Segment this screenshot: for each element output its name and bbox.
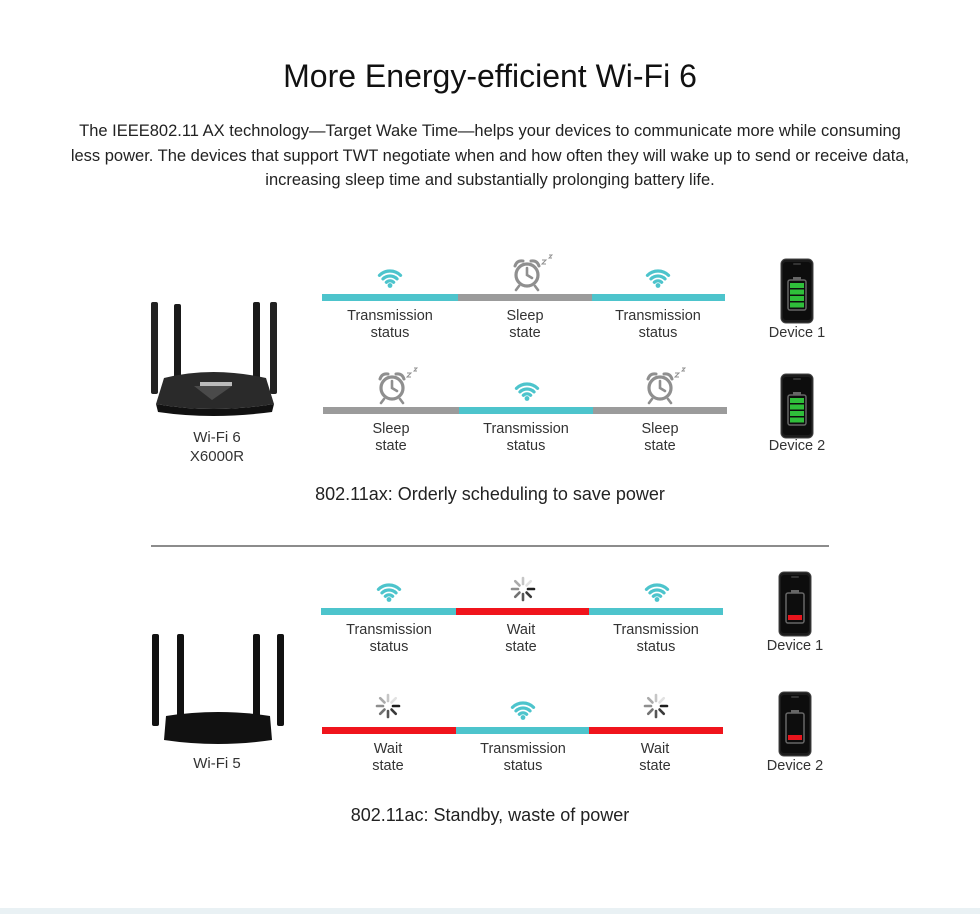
wifi6-d2-seg3-label: Sleep state (592, 421, 728, 455)
wifi6-router-image (146, 300, 278, 420)
wifi5-d1-bar-wait (456, 608, 589, 615)
wifi6-d2-seg2-label-l2: status (506, 438, 546, 454)
wifi5-d2-seg3-label-l2: state (639, 758, 671, 774)
wifi6-router-label-line-1: Wi-Fi 6 (193, 429, 241, 446)
wifi5-d1-seg3-label: Transmission status (588, 622, 724, 656)
wifi6-d1-bar-transmission-1 (322, 294, 458, 301)
wifi5-d1-seg3-icon (639, 576, 675, 602)
wifi6-router-label-line-2: X6000R (189, 448, 245, 465)
wifi5-device1-phone-icon (778, 571, 812, 637)
wifi6-d1-seg1-icon (372, 262, 408, 288)
page-title: More Energy-efficient Wi-Fi 6 (283, 58, 697, 94)
wifi6-d1-seg3-icon (640, 262, 676, 288)
intro-line-1: The IEEE802.11 AX technology—Target Wake… (79, 122, 901, 140)
wifi5-d1-seg2-icon (509, 575, 537, 603)
wifi5-d1-seg2-label: Wait state (453, 622, 589, 656)
wifi5-d2-seg2-icon (505, 694, 541, 720)
wifi6-d1-seg3-label-l1: Transmission (615, 308, 701, 324)
wifi5-d2-seg2-label-l1: Transmission (480, 741, 566, 757)
wifi6-d1-seg1-label-l1: Transmission (347, 308, 433, 324)
wifi5-d2-seg3-icon (642, 692, 670, 720)
wifi6-d1-seg3-label: Transmission status (590, 308, 726, 342)
wifi5-d1-seg1-label: Transmission status (321, 622, 457, 656)
wifi5-d1-bar-transmission-1 (321, 608, 456, 615)
wifi6-d2-bar-sleep-2 (593, 407, 727, 414)
wifi5-caption: 802.11ac: Standby, waste of power (350, 805, 630, 825)
wifi6-d2-seg1-label: Sleep state (323, 421, 459, 455)
wifi5-d2-bar-transmission (456, 727, 589, 734)
wifi5-device2-label: Device 2 (766, 758, 824, 774)
wifi5-d1-seg3-label-l2: status (636, 639, 676, 655)
wifi6-d1-seg3-label-l2: status (638, 325, 678, 341)
wifi6-d2-seg1-icon (374, 366, 422, 406)
wifi6-device1-label: Device 1 (768, 325, 826, 341)
wifi6-d2-seg3-icon (642, 366, 690, 406)
wifi6-d2-seg1-label-l2: state (375, 438, 407, 454)
wifi6-caption: 802.11ax: Orderly scheduling to save pow… (315, 484, 665, 504)
wifi6-d2-seg2-label: Transmission status (458, 421, 594, 455)
wifi5-d1-seg2-label-l1: Wait (506, 622, 536, 638)
wifi6-d2-seg1-label-l1: Sleep (372, 421, 410, 437)
wifi6-d1-seg2-label-l2: state (509, 325, 541, 341)
intro-line-3: increasing sleep time and substantially … (265, 171, 715, 189)
bottom-border (0, 908, 980, 914)
wifi5-d2-seg2-label-l2: status (503, 758, 543, 774)
wifi5-d1-seg3-label-l1: Transmission (613, 622, 699, 638)
wifi6-d2-bar-sleep-1 (323, 407, 459, 414)
wifi5-d1-bar-transmission-2 (589, 608, 723, 615)
wifi6-d1-seg1-label-l2: status (370, 325, 410, 341)
wifi6-d1-bar-sleep (458, 294, 592, 301)
wifi6-d1-seg2-label-l1: Sleep (506, 308, 544, 324)
wifi6-d2-seg2-label-l1: Transmission (483, 421, 569, 437)
intro-line-2: less power. The devices that support TWT… (70, 146, 910, 165)
wifi5-router-label: Wi-Fi 5 (147, 754, 287, 773)
wifi5-d1-seg1-label-l2: status (369, 639, 409, 655)
wifi6-device1-phone-icon (780, 258, 814, 324)
wifi5-d1-seg1-label-l1: Transmission (346, 622, 432, 638)
wifi6-d2-seg3-label-l2: state (644, 438, 676, 454)
wifi6-d2-seg2-icon (509, 375, 545, 401)
wifi5-d2-bar-wait-2 (589, 727, 723, 734)
wifi5-d2-seg1-label-l1: Wait (373, 741, 403, 757)
wifi6-d2-seg3-label-l1: Sleep (641, 421, 679, 437)
wifi5-d1-seg1-icon (371, 576, 407, 602)
wifi5-d1-seg2-label-l2: state (505, 639, 537, 655)
wifi5-device2-phone-icon (778, 691, 812, 757)
wifi5-d2-seg1-label: Wait state (320, 741, 456, 775)
wifi6-d1-seg2-label: Sleep state (457, 308, 593, 342)
wifi5-device1-label: Device 1 (766, 638, 824, 654)
wifi5-d2-seg3-label-l1: Wait (640, 741, 670, 757)
wifi6-device2-label: Device 2 (768, 438, 826, 454)
wifi6-d1-seg2-icon (509, 253, 557, 293)
wifi5-router-image (150, 632, 286, 748)
wifi6-device2-phone-icon (780, 373, 814, 439)
wifi5-d2-bar-wait-1 (322, 727, 456, 734)
wifi6-router-label: Wi-Fi 6 X6000R (147, 428, 287, 466)
wifi6-d1-seg1-label: Transmission status (322, 308, 458, 342)
wifi5-d2-seg1-label-l2: state (372, 758, 404, 774)
wifi5-d2-seg1-icon (374, 692, 402, 720)
section-divider (151, 545, 829, 547)
wifi5-d2-seg3-label: Wait state (587, 741, 723, 775)
wifi5-router-label-line-1: Wi-Fi 5 (193, 755, 241, 772)
wifi5-d2-seg2-label: Transmission status (455, 741, 591, 775)
wifi6-d1-bar-transmission-2 (592, 294, 725, 301)
wifi6-d2-bar-transmission (459, 407, 593, 414)
intro-paragraph: The IEEE802.11 AX technology—Target Wake… (40, 119, 940, 193)
